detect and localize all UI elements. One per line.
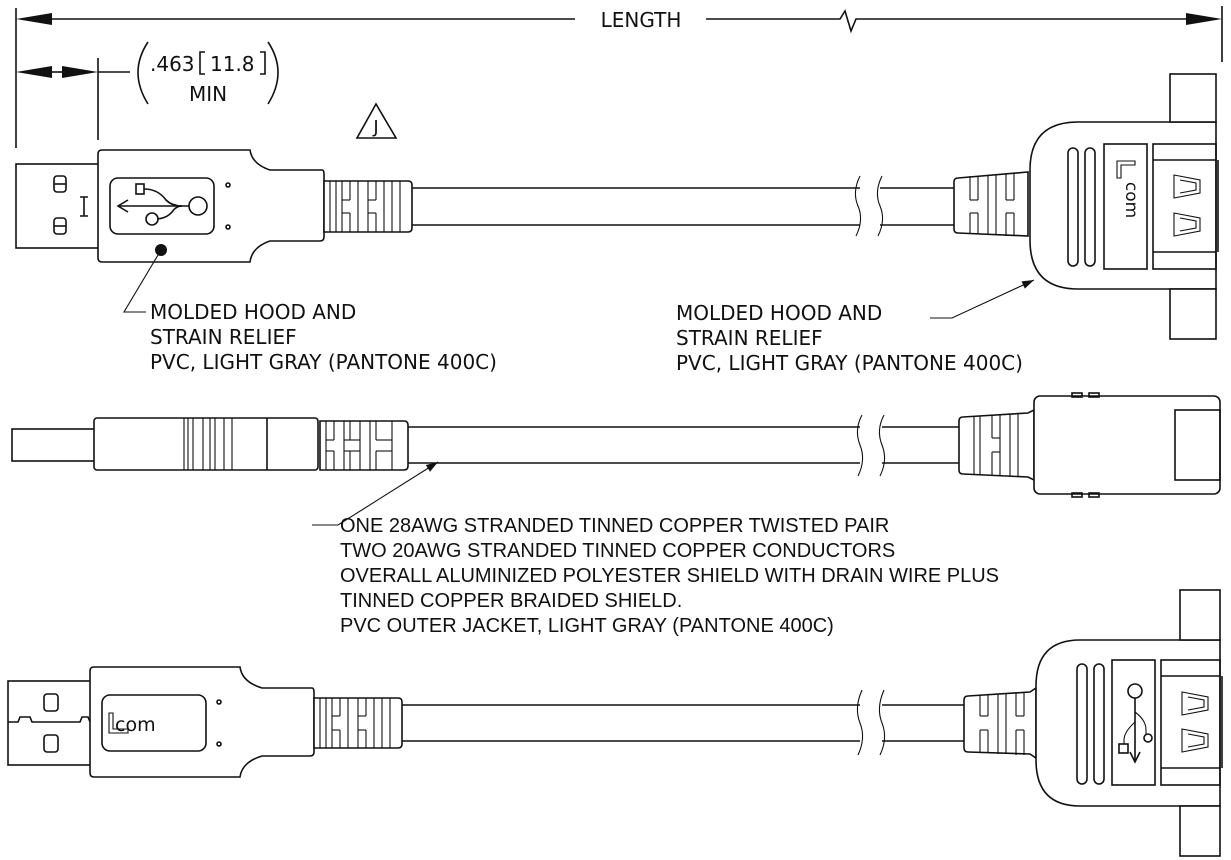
arrow-right-icon [1186, 13, 1222, 25]
svg-text:PVC OUTER JACKET, LIGHT GRAY: PVC OUTER JACKET, LIGHT GRAY (PANTONE 40… [340, 615, 834, 637]
hood-side [93, 417, 319, 471]
bottom-view: com [7, 589, 1223, 857]
svg-text:MOLDED HOOD AND: MOLDED HOOD AND [150, 300, 356, 324]
svg-text:com: com [1121, 182, 1141, 218]
svg-text:ONE 28AWG STRANDED TINNED COPP: ONE 28AWG STRANDED TINNED COPPER TWISTED… [340, 515, 889, 537]
strain-relief-side-left [319, 420, 409, 471]
svg-text:PVC, LIGHT GRAY (PANTONE 400C): PVC, LIGHT GRAY (PANTONE 400C) [150, 350, 497, 374]
leader-left-hood [123, 249, 162, 313]
callout-left-hood: MOLDED HOOD AND STRAIN RELIEF PVC, LIGHT… [150, 300, 497, 374]
panel-flange-bottom-bottom [1179, 805, 1221, 857]
min-dim-mm: 11.8 [210, 52, 255, 76]
side-view [11, 392, 1221, 526]
min-dim-inch: .463 [150, 52, 195, 76]
svg-text:com: com [115, 714, 156, 736]
break-symbol [834, 9, 1186, 34]
callout-cable: ONE 28AWG STRANDED TINNED COPPER TWISTED… [340, 515, 999, 637]
svg-text:TWO 20AWG STRANDED TINNED COPP: TWO 20AWG STRANDED TINNED COPPER CONDUCT… [340, 540, 895, 562]
svg-text:J: J [372, 117, 378, 138]
panel-flange-bottom-top [1179, 589, 1221, 641]
leader-right-hood [930, 279, 1035, 319]
usb-a-receptacle [1152, 143, 1217, 270]
length-dimension: LENGTH [15, 6, 1223, 148]
plug-side-tongue [11, 428, 97, 462]
text-cursor-mark [80, 196, 88, 217]
length-label: LENGTH [601, 8, 682, 32]
svg-text:PVC, LIGHT GRAY (PANTONE 400C): PVC, LIGHT GRAY (PANTONE 400C) [676, 351, 1023, 375]
molded-hood-bottom-right [1035, 639, 1221, 807]
strain-relief-side-right [958, 408, 1035, 482]
leader-cable [312, 461, 439, 526]
molded-hood-right [1029, 121, 1217, 290]
strain-relief-left [323, 180, 413, 233]
lcom-logo-horizontal: com [108, 712, 156, 736]
strain-relief-bottom-left [313, 697, 403, 749]
usb-logo-plate-bottom [1111, 659, 1156, 786]
svg-text:STRAIN RELIEF: STRAIN RELIEF [676, 326, 823, 350]
top-view: com [15, 73, 1219, 340]
usb-trident-icon-vertical [1118, 683, 1153, 764]
panel-flange-top [1169, 73, 1217, 123]
svg-text:MOLDED HOOD AND: MOLDED HOOD AND [676, 301, 882, 325]
arrow-left-icon [16, 13, 52, 25]
panel-flange-bottom [1169, 288, 1217, 340]
lcom-logo-plate-bottom [101, 694, 207, 752]
usb-a-receptacle-bottom [1160, 659, 1221, 786]
usb-trident-icon [116, 183, 208, 226]
lcom-logo-plate [1103, 143, 1148, 270]
min-dimension: .463 11.8 MIN [16, 41, 279, 140]
usb-a-plug-bottom [7, 680, 93, 766]
usb-logo-plate [109, 177, 215, 235]
svg-text:TINNED COPPER BRAIDED SHIELD.: TINNED COPPER BRAIDED SHIELD. [340, 590, 682, 612]
callout-right-hood: MOLDED HOOD AND STRAIN RELIEF PVC, LIGHT… [676, 301, 1023, 375]
strain-relief-right [953, 171, 1029, 237]
svg-text:OVERALL ALUMINIZED POLYESTER S: OVERALL ALUMINIZED POLYESTER SHIELD WITH… [340, 565, 999, 587]
strain-relief-bottom-right [963, 686, 1037, 760]
revision-flag: J [355, 102, 398, 139]
lcom-logo-vertical: com [1116, 160, 1141, 218]
min-label: MIN [189, 82, 227, 106]
svg-text:STRAIN RELIEF: STRAIN RELIEF [150, 325, 297, 349]
